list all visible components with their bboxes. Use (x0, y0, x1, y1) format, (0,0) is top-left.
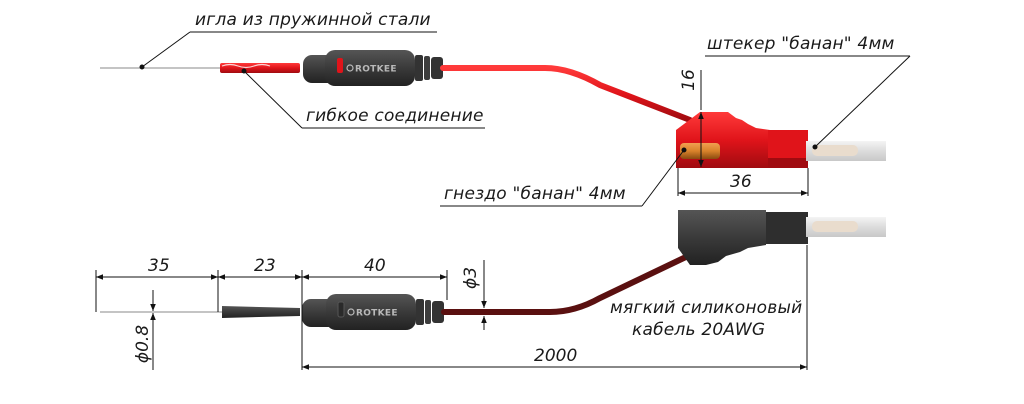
black-banana-pin (812, 221, 858, 232)
black-probe-brand-logo: ROTKEE (347, 308, 398, 319)
red-probe-brand-logo: ROTKEE (346, 64, 397, 75)
red-cable (440, 65, 693, 123)
red-banana-pin (812, 145, 858, 156)
label-socket: гнездо "банан" 4мм (444, 184, 626, 204)
brand-label: ROTKEE (355, 65, 397, 75)
black-plug-body (678, 210, 766, 265)
label-cable-line2: кабель 20AWG (632, 320, 766, 340)
leader-lines (139, 31, 911, 207)
label-cable-line1: мягкий силиконовый (610, 298, 803, 318)
black-cable (441, 252, 693, 315)
black-probe: ROTKEE (100, 210, 886, 330)
dim-value-plug-length: 36 (730, 172, 752, 192)
dim-value-plug-height: 16 (678, 69, 699, 91)
dim-value-cable-length: 2000 (534, 346, 578, 366)
black-tip (222, 306, 300, 318)
black-probe-handle (326, 294, 416, 330)
dim-value-handle-length: 40 (364, 256, 386, 276)
label-flex-joint: гибкое соединение (306, 106, 484, 126)
label-plug: штекер "банан" 4мм (707, 34, 895, 54)
dimension-lines (95, 70, 809, 370)
red-probe-handle (325, 50, 415, 86)
red-probe: ROTKEE (100, 50, 886, 168)
brand-label: ROTKEE (356, 309, 398, 319)
dim-value-needle-diameter: ϕ0.8 (133, 324, 154, 364)
flex-tip (220, 63, 300, 73)
label-needle: игла из пружинной стали (195, 10, 431, 30)
dim-value-cable-diameter: ϕ3 (461, 266, 482, 290)
dim-value-tip-length: 23 (254, 256, 276, 276)
red-plug-body (676, 112, 770, 168)
black-plug-collar (766, 212, 808, 244)
dim-value-needle-length: 35 (148, 256, 170, 276)
